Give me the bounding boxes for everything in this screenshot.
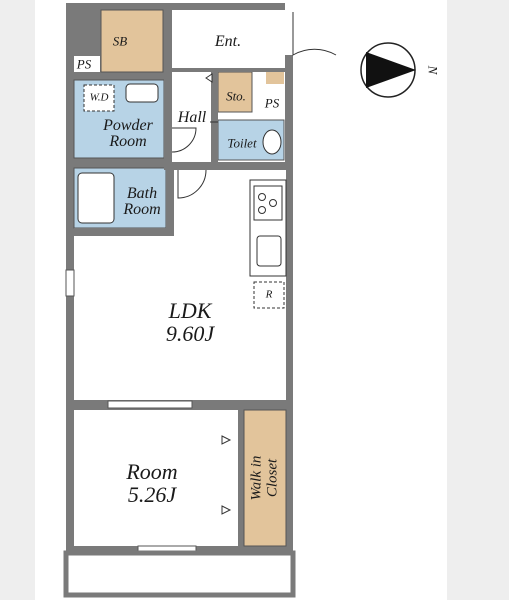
left-margin [0,0,35,600]
ldk-door-swing [177,169,207,199]
sb-area [100,9,164,73]
hall-wall-left [164,10,172,170]
ldk-left-window [65,269,75,297]
closet-door-marker-1 [221,435,232,445]
entrance-opening [285,3,293,55]
ps-mid-label: PS [264,95,280,111]
ldk-label: LDK 9.60J [165,297,215,346]
toilet-bowl [262,129,282,155]
burner-2 [269,199,277,207]
bathtub [77,172,115,224]
wd-label: W.D [89,91,109,104]
hall-floor [172,72,211,168]
kitchen-sink [256,235,282,267]
ps-top-label: PS [76,56,92,72]
entrance-label: Ent. [214,33,242,50]
room-area [74,410,238,546]
burner-3 [258,206,266,214]
walk-in-closet-area [243,409,287,547]
hall-wall-right [211,70,218,170]
burner-1 [258,193,266,201]
powder-door-swing [171,127,197,153]
toilet-label: Toilet [227,135,257,151]
room-label: Room 5.26J [126,458,178,507]
fridge-box [253,281,285,309]
storage-door-marker [205,73,213,83]
north-label: N [425,65,441,75]
bath-bottom-wall [74,228,174,236]
hall-top-step [172,68,285,72]
ldk-top-wall [166,162,286,170]
balcony [63,550,296,598]
powder-room-label: Powder Room [103,117,153,150]
refrigerator-label: R [265,288,273,301]
hall-label: Hall [177,109,207,126]
wd-box [83,84,115,112]
ldk-window-slot [107,400,193,409]
sb-label: SB [112,33,128,49]
storage-area [217,71,253,113]
closet-door-marker-2 [221,505,232,515]
bath-room-label: Bath Room [123,185,161,218]
ldk-bath-side-wall [166,162,174,236]
north-arrow [360,42,416,98]
entrance-door-swing [292,12,337,56]
ps-top-area [74,56,100,72]
room-closet-wall [238,410,244,546]
right-margin [447,0,509,600]
powder-sink [125,83,159,103]
walk-in-closet-label: Walk in Closet [248,455,280,501]
stove [253,185,283,221]
ps-mid-marker [266,72,284,84]
storage-label: Sto. [226,88,246,104]
